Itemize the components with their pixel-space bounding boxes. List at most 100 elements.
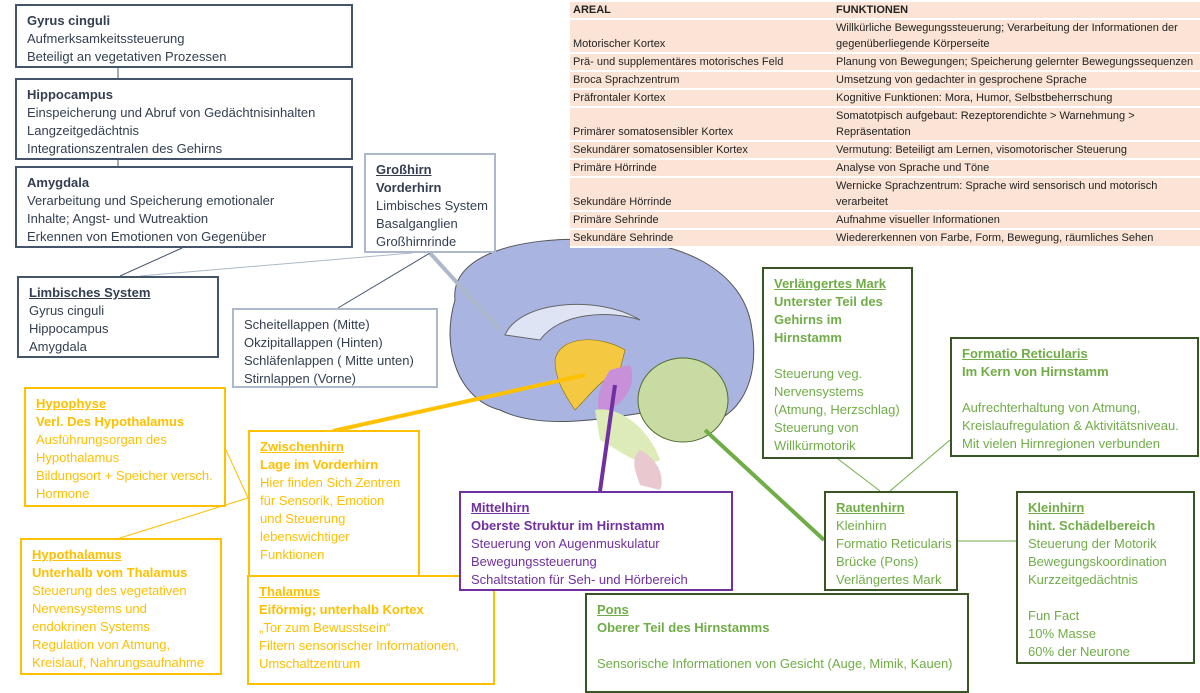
box-line: Okzipitallappen (Hinten) [244, 335, 383, 350]
box-line: Hier finden Sich Zentren [260, 475, 401, 490]
box-line: Fun Fact [1028, 608, 1080, 623]
areal-cell: Primäre Sehrinde [570, 211, 833, 230]
box-line: 10% Masse [1028, 626, 1096, 641]
areal-cell: Primäre Hörrinde [570, 159, 833, 178]
box-title: Kleinhirn [1028, 500, 1085, 515]
box-line: Kreislauf, Nahrungsaufnahme [32, 655, 204, 670]
box-subtitle: Vorderhirn [376, 180, 442, 195]
box-title: Rautenhirn [836, 500, 905, 515]
box-subtitle: Hirnstamm [774, 330, 842, 345]
box-line: (Atmung, Herzschlag) [774, 402, 900, 417]
box-line: Steuerung des vegetativen [32, 583, 187, 598]
box-title: Gyrus cinguli [27, 13, 111, 28]
function-cell: Aufnahme visueller Informationen [833, 211, 1200, 230]
function-cell: Willkürliche Bewegungssteuerung; Verarbe… [833, 19, 1200, 54]
box-line: Beteiligt an vegetativen Prozessen [27, 49, 227, 64]
box-title: Limbisches System [29, 285, 151, 300]
box-line: Amygdala [29, 339, 87, 354]
box-line: Hippocampus [29, 321, 109, 336]
box-line: Steuerung veg. [774, 366, 863, 381]
box-subtitle: Oberste Struktur im Hirnstamm [471, 518, 665, 533]
box-line: Sensorische Informationen von Gesicht (A… [597, 656, 953, 671]
areal-cell: Sekundäre Hörrinde [570, 177, 833, 212]
box-title: Großhirn [376, 162, 432, 177]
box-subtitle: Verl. Des Hypothalamus [36, 414, 185, 429]
box-line: und Steuerung [260, 511, 346, 526]
box-line: Scheitellappen (Mitte) [244, 317, 370, 332]
box-line: Inhalte; Angst- und Wutreaktion [27, 211, 209, 226]
column-header: FUNKTIONEN [833, 2, 1200, 20]
function-cell: Wernicke Sprachzentrum: Sprache wird sen… [833, 177, 1200, 212]
box-line: 60% der Neurone [1028, 644, 1130, 659]
areal-cell: Präfrontaler Kortex [570, 89, 833, 108]
box-line: „Tor zum Bewusstsein“ [259, 620, 391, 635]
box-subtitle: Lage im Vorderhirn [260, 457, 379, 472]
box-line [597, 637, 957, 655]
box-line: Schaltstation für Seh- und Hörbereich [471, 572, 688, 587]
function-cell: Analyse von Sprache und Töne [833, 159, 1200, 178]
box-line: Aufmerksamkeitssteuerung [27, 31, 185, 46]
lappen-info-box: Scheitellappen (Mitte) Okzipitallappen (H… [232, 308, 438, 388]
box-line: Verlängertes Mark [836, 572, 942, 587]
box-line: Stirnlappen (Vorne) [244, 371, 357, 386]
box-title: Pons [597, 602, 629, 617]
box-line: Willkürmotorik [774, 438, 856, 453]
brain-illustration [117, 68, 1016, 542]
function-cell: Kognitive Funktionen: Mora, Humor, Selbs… [833, 89, 1200, 108]
box-line: Ausführungsorgan des [36, 432, 167, 447]
box-subtitle: Unterster Teil des [774, 294, 883, 309]
box-line: Steuerung von Augenmuskulatur [471, 536, 660, 551]
box-line: Gyrus cinguli [29, 303, 105, 318]
brain-sagittal-section [449, 238, 755, 490]
box-line: Erkennen von Emotionen von Gegenüber [27, 229, 267, 244]
box-line: Bewegungskoordination [1028, 554, 1167, 569]
box-line: Steuerung von [774, 420, 859, 435]
box-line: Nervensystems [774, 384, 864, 399]
areal-cell: Motorischer Kortex [570, 19, 833, 54]
function-cell: Somatotpisch aufgebaut: Rezeptorendichte… [833, 107, 1200, 142]
box-line: Kurzzeitgedächtnis [1028, 572, 1138, 587]
box-line: Kreislaufregulation & Aktivitätsniveau. [962, 418, 1179, 433]
box-title: Thalamus [259, 584, 320, 599]
areal-cell: Broca Sprachzentrum [570, 71, 833, 90]
box-subtitle: Eiförmig; unterhalb Kortex [259, 602, 424, 617]
box-title: Formatio Reticularis [962, 346, 1088, 361]
box-line [774, 347, 901, 365]
box-line: Schläfenlappen ( Mitte unten) [244, 353, 414, 368]
box-line: Regulation von Atmung, [32, 637, 171, 652]
column-header: AREAL [570, 2, 833, 20]
box-line: Mit vielen Hirnregionen verbunden [962, 436, 1161, 451]
box-line: Einspeicherung und Abruf von Gedächtnisi… [27, 105, 316, 120]
function-cell: Wiedererkennen von Farbe, Form, Bewegung… [833, 229, 1200, 248]
box-line: Umschaltzentrum [259, 656, 361, 671]
areal-cell: Sekundäre Sehrinde [570, 229, 833, 248]
box-line: Bewegungssteuerung [471, 554, 597, 569]
box-line: für Sensorik, Emotion [260, 493, 385, 508]
table-row: Prä- und supplementäres motorisches Feld… [570, 53, 1200, 72]
function-cell: Vermutung: Beteiligt am Lernen, visomoto… [833, 141, 1200, 160]
box-title: Hippocampus [27, 87, 113, 102]
box-line [1028, 589, 1183, 607]
box-line: Großhirnrinde [376, 234, 457, 249]
function-cell: Planung von Bewegungen; Speicherung gele… [833, 53, 1200, 72]
box-line: Steuerung der Motorik [1028, 536, 1157, 551]
function-cell: Umsetzung von gedachter in gesprochene S… [833, 71, 1200, 90]
box-line: Limbisches System [376, 198, 488, 213]
areal-cell: Primärer somatosensibler Kortex [570, 107, 833, 142]
box-title: Amygdala [27, 175, 90, 190]
